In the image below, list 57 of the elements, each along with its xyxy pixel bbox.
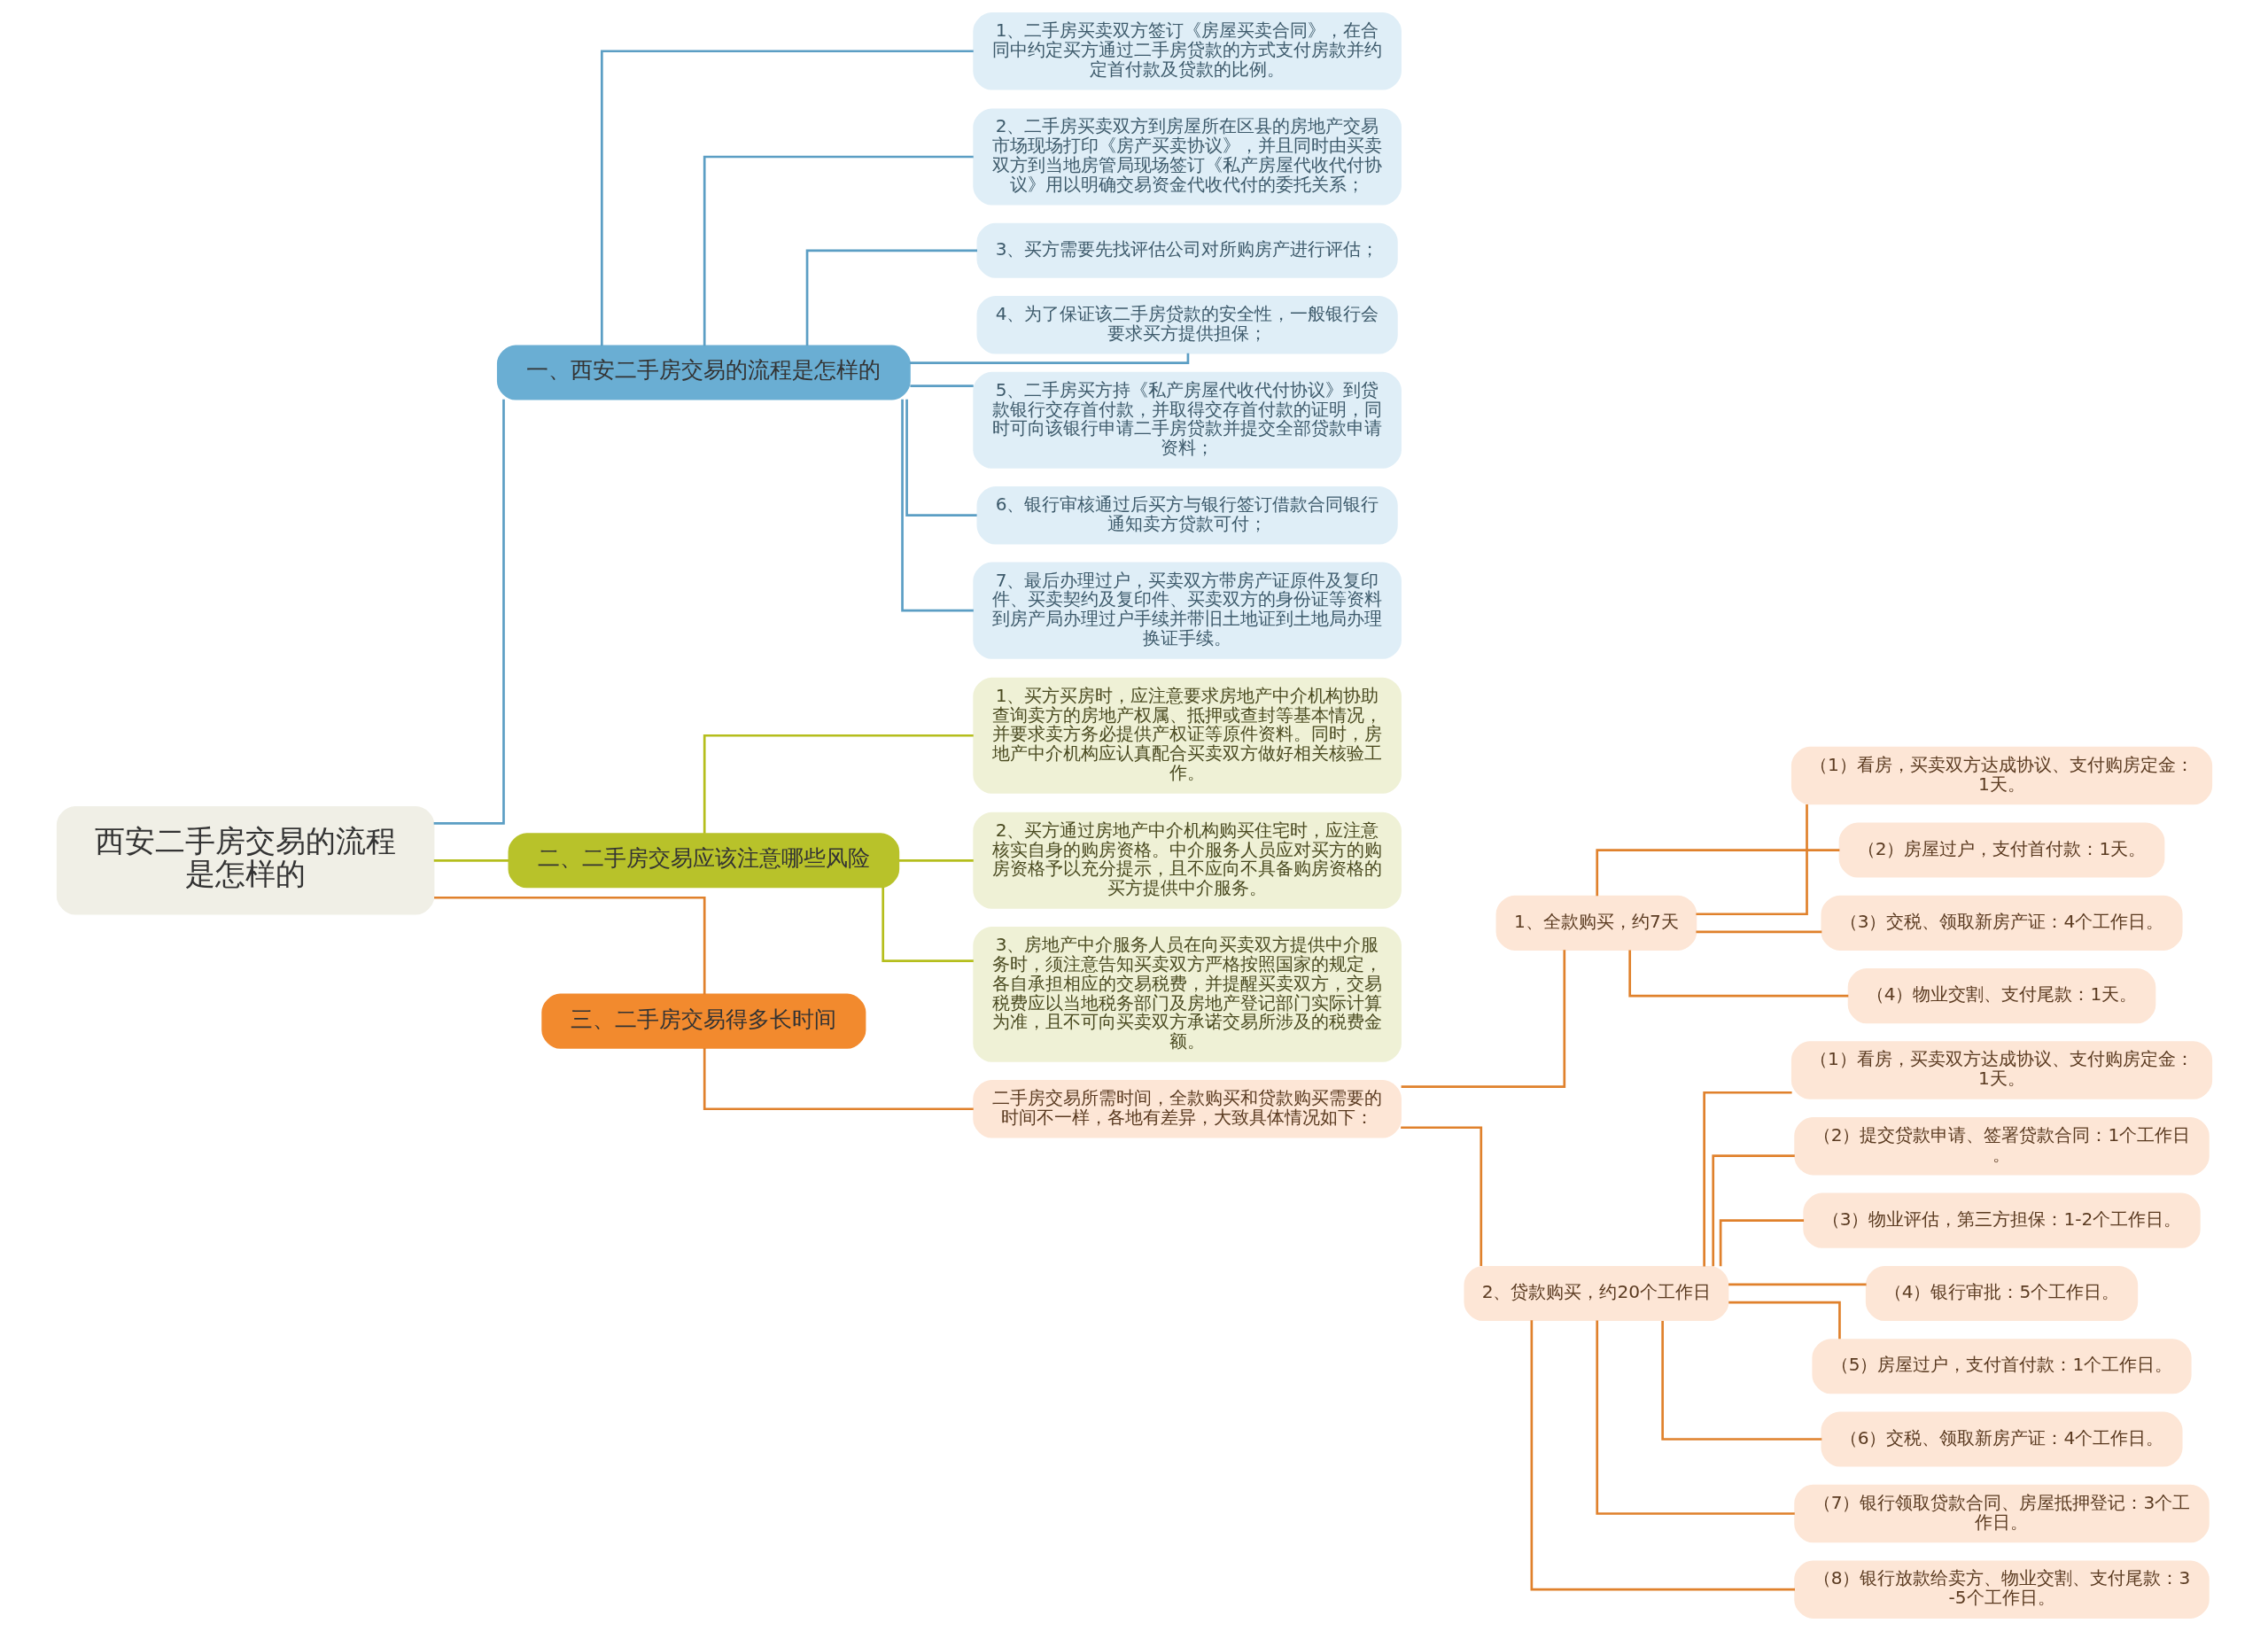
node-box: 2、贷款购买，约20个工作日 <box>1463 1265 1728 1322</box>
node-box: 7、最后办理过户，买卖双方带房产证原件及复印件、买卖契约及复印件、买卖双方的身份证等资料到房产局办理过户手续并带旧土地证到土地局办理换证手续。 <box>972 562 1402 659</box>
connector <box>703 1047 974 1111</box>
connector <box>703 734 974 834</box>
connector <box>881 887 974 962</box>
connector <box>1660 1320 1821 1441</box>
node-box: 二手房交易所需时间，全款购买和贷款购买需要的时间不一样，各地有差异，大致具体情况如下： <box>972 1080 1402 1138</box>
connector <box>600 50 974 346</box>
node-box: （4）银行审批：5个工作日。 <box>1865 1265 2138 1322</box>
connector <box>805 249 977 346</box>
connector <box>1728 1301 1841 1340</box>
connector <box>909 353 1189 364</box>
node-box: （5）房屋过户，支付首付款：1个工作日。 <box>1811 1339 2192 1394</box>
node-box: （6）交税、领取新房产证：4个工作日。 <box>1821 1411 2183 1467</box>
node-box: 三、二手房交易得多长时间 <box>540 993 866 1049</box>
node-box: 3、房地产中介服务人员在向买卖双方提供中介服务时，须注意告知买卖双方严格按照国家的规定，各自承担相应的交易税费，并提醒买卖双方，交易税费应以当地税务部门及房地产登记部门实际计算为准，且不可向买卖双方承诺交易所涉及的税费金额。 <box>972 927 1402 1062</box>
connector <box>1695 930 1821 934</box>
node-box: 4、为了保证该二手房贷款的安全性，一般银行会要求买方提供担保； <box>976 296 1398 354</box>
connector <box>1728 1283 1867 1286</box>
connector <box>1711 1154 1795 1267</box>
node-box: （2）房屋过户，支付首付款：1天。 <box>1838 822 2164 878</box>
connector <box>1702 1091 1792 1267</box>
node-box: （1）看房，买卖双方达成协议、支付购房定金：1天。 <box>1790 746 2212 805</box>
node-box: （4）物业交割、支付尾款：1天。 <box>1847 968 2155 1024</box>
node-box: （3）交税、领取新房产证：4个工作日。 <box>1821 895 2183 951</box>
connector <box>905 399 977 517</box>
connector <box>1719 1219 1804 1267</box>
node-box: 西安二手房交易的流程是怎样的 <box>56 806 434 915</box>
node-box: 一、西安二手房交易的流程是怎样的 <box>496 345 911 400</box>
connector <box>1401 950 1565 1088</box>
connector <box>1627 950 1848 998</box>
node-box: （7）银行领取贷款合同、房屋抵押登记：3个工作日。 <box>1793 1484 2210 1543</box>
connector <box>1400 1126 1482 1267</box>
connector <box>433 858 509 862</box>
connector <box>1695 804 1808 916</box>
node-box: 2、二手房买卖双方到房屋所在区县的房地产交易市场现场打印《房产买卖协议》，并且同时由买卖双方到当地房管局现场签订《私产房屋代收代付协议》用以明确交易资金代收代付的委托关系； <box>972 108 1402 206</box>
node-box: （2）提交贷款申请、签署贷款合同：1个工作日。 <box>1793 1116 2210 1176</box>
connector <box>1530 1320 1795 1591</box>
connector <box>900 399 974 612</box>
node-box: 5、二手房买方持《私产房屋代收代付协议》到贷款银行交存首付款，并取得交存首付款的证明，同时可向该银行申请二手房贷款并提交全部贷款申请资料； <box>972 371 1402 469</box>
node-box: 二、二手房交易应该注意哪些风险 <box>508 833 899 889</box>
node-box: 2、买方通过房地产中介机构购买住宅时，应注意核实自身的购房资格。中介服务人员应对买方的购房资格予以充分提示，且不应向不具备购房资格的买方提供中介服务。 <box>972 812 1402 909</box>
connector <box>433 896 706 995</box>
connector <box>433 399 505 825</box>
node-box: （1）看房，买卖双方达成协议、支付购房定金：1天。 <box>1790 1041 2212 1099</box>
node-box: （3）物业评估，第三方担保：1-2个工作日。 <box>1802 1192 2201 1248</box>
connector <box>909 384 974 387</box>
node-box: 1、买方买房时，应注意要求房地产中介机构协助查询卖方的房地产权属、抵押或查封等基本情况，并要求卖方务必提供产权证等原件资料。同时，房地产中介机构应认真配合买卖双方做好相关核验工作。 <box>972 677 1402 794</box>
node-box: 3、买方需要先找评估公司对所购房产进行评估； <box>976 222 1398 278</box>
connector <box>1595 849 1839 897</box>
connector <box>898 858 974 862</box>
connector <box>1595 1320 1795 1515</box>
node-box: 1、全款购买，约7天 <box>1495 895 1697 951</box>
node-box: 6、银行审核通过后买方与银行签订借款合同银行通知卖方贷款可付； <box>976 485 1398 545</box>
node-box: 1、二手房买卖双方签订《房屋买卖合同》，在合同中约定买方通过二手房贷款的方式支付房款并约定首付款及贷款的比例。 <box>972 12 1402 90</box>
node-box: （8）银行放款给卖方、物业交割、支付尾款：3-5个工作日。 <box>1793 1560 2210 1619</box>
connector <box>703 155 974 346</box>
